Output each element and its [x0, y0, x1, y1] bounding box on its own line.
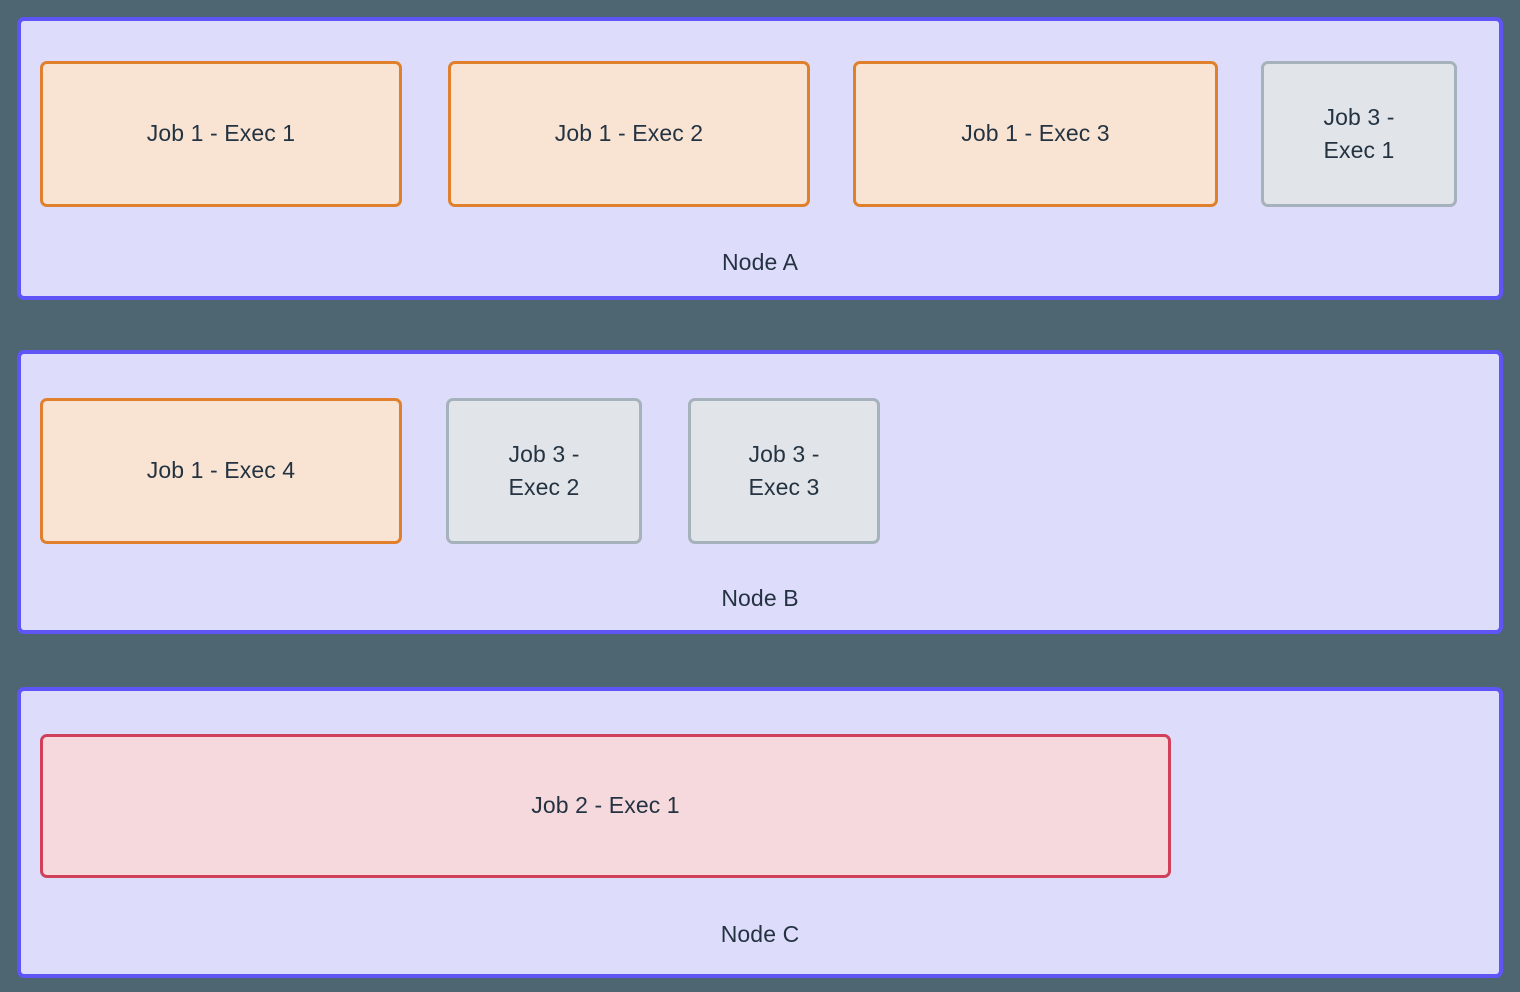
node-label-node-b: Node B: [721, 585, 799, 611]
executor-box-job2-exec1[interactable]: Job 2 - Exec 1: [40, 734, 1171, 878]
executor-box-job1-exec2[interactable]: Job 1 - Exec 2: [448, 61, 810, 207]
executor-box-job1-exec1[interactable]: Job 1 - Exec 1: [40, 61, 402, 207]
executor-box-job3-exec1[interactable]: Job 3 - Exec 1: [1261, 61, 1457, 207]
node-label-node-a: Node A: [721, 249, 799, 275]
executor-box-job1-exec3[interactable]: Job 1 - Exec 3: [853, 61, 1218, 207]
node-container-node-a[interactable]: Job 1 - Exec 1 Job 1 - Exec 2 Job 1 - Exec…: [17, 17, 1503, 300]
node-container-node-c[interactable]: Job 2 - Exec 1 Node C: [17, 687, 1503, 978]
executor-box-job1-exec4[interactable]: Job 1 - Exec 4: [40, 398, 402, 544]
executor-box-job3-exec2[interactable]: Job 3 - Exec 2: [446, 398, 642, 544]
node-container-node-b[interactable]: Job 1 - Exec 4 Job 3 - Exec 2 Job 3 - Exec…: [17, 350, 1503, 634]
executor-box-job3-exec3[interactable]: Job 3 - Exec 3: [688, 398, 880, 544]
node-label-node-c: Node C: [720, 921, 800, 947]
